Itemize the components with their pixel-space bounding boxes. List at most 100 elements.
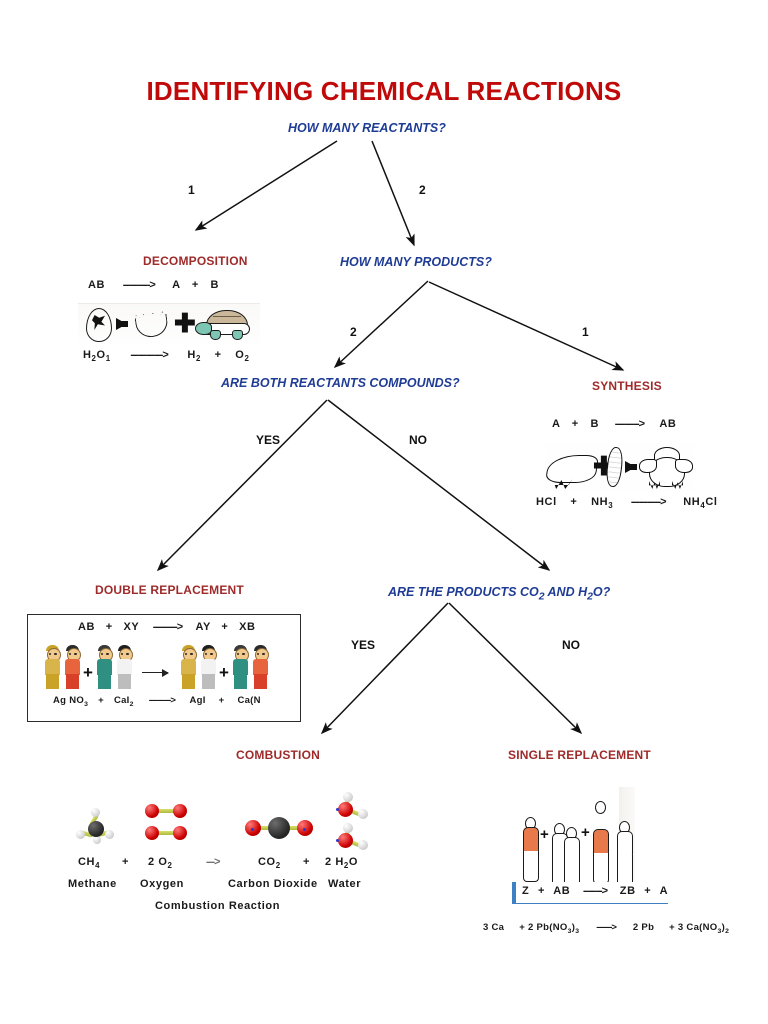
branch-label-compounds-yes: YES [256,433,281,447]
sr-ex-plus1: + 2 Pb(NO [519,922,568,933]
synth-ex-p: NH [683,496,701,508]
person-icon [64,645,81,689]
synth-generic-b: B [590,418,600,430]
dr-generic-plus1: + [105,621,113,633]
synth-ex-arrow: -----------> [630,496,667,508]
person-icon [592,801,609,885]
sr-ex-plus2: + 3 Ca(NO [669,922,718,933]
synth-ex-hcl: HCl [536,496,557,508]
sr-ex-ca: 3 Ca [483,922,505,933]
sr-generic-ab: AB [553,885,571,897]
dr-ex-cai2: CaI [113,695,130,706]
category-combustion: COMBUSTION [236,748,320,762]
synth-generic-arrow: ---------> [614,418,645,430]
plus-icon: + [83,663,93,682]
question-products-co2-h2o: ARE THE PRODUCTS CO2 AND H2O? [388,585,610,603]
synth-generic-a: A [552,418,561,430]
synthesis-clipart: ✚ [545,443,695,491]
turtle-icon [195,310,250,340]
decomp-ex-plus: + [214,349,222,361]
sr-generic-plus2: + [644,885,652,897]
reaction-arrow-icon [142,669,169,677]
methane-molecule-icon [76,808,118,846]
dr-generic-ay: AY [195,621,211,633]
person-icon [200,645,217,689]
sr-generic-zb: ZB [619,885,636,897]
person-icon [180,645,197,689]
sr-ex-p-no3-sub: 3 [717,927,722,935]
dr-ex-plus2: + [218,695,225,706]
category-single-replacement: SINGLE REPLACEMENT [508,748,651,762]
h2o-formula: 2 H [325,856,344,868]
category-double-replacement: DOUBLE REPLACEMENT [95,583,244,597]
double-replacement-example-equation: Ag NO3 + CaI2 ----------> AgI + Ca(N [53,695,261,708]
sr-generic-z: Z [522,885,530,897]
person-icon [252,645,269,689]
combustion-term-name-oxygen: Oxygen [140,878,184,890]
single-replacement-generic-equation: Z + AB -------> ZB + A [522,885,668,897]
synth-generic-ab: AB [659,418,677,430]
sr-ex-no3-sub: 3 [567,927,572,935]
dr-generic-xb: XB [239,621,256,633]
o2-sub: 2 [167,861,173,871]
lizard-icon [545,455,599,483]
synth-ex-p-tail: Cl [705,496,718,508]
dr-generic-plus2: + [221,621,229,633]
combustion-term-name-methane: Methane [68,878,117,890]
branch-label-reactants-1: 1 [188,183,195,197]
sr-generic-a: A [659,885,669,897]
page-title: IDENTIFYING CHEMICAL REACTIONS [146,76,622,106]
question-how-many-products: HOW MANY PRODUCTS? [340,255,492,269]
combustion-term-formula-carbon-dioxide: CO2 [258,856,281,870]
plus-icon: ✚ [174,308,196,338]
decomposition-generic-equation: AB ----------> A + B [88,279,219,291]
synthesis-example-equation: HCl + NH3 -----------> NH4Cl [536,496,718,510]
sr-ex-p-paren: ) [721,922,726,933]
combustion-reaction-caption: Combustion Reaction [155,900,281,912]
dr-ex-can: Ca(N [237,695,261,706]
combustion-plus-2: + [303,856,311,868]
water-molecule-icon [330,792,372,822]
plus-icon: + [219,663,229,682]
co2-sub: 2 [275,861,281,871]
ch4-formula: CH [78,856,96,868]
decomp-ex-o: O [96,349,106,361]
combustion-panel: CH4 + 2 O2 ---> CO2 + 2 H2O Methane Oxyg… [60,790,380,912]
egg-icon [86,308,112,342]
branch-label-reactants-2: 2 [419,183,426,197]
combustion-term-name-carbon-dioxide: Carbon Dioxide [228,878,318,890]
person-icon [563,827,580,888]
decomp-ex-p1-sub: 2 [195,354,201,364]
category-synthesis: SYNTHESIS [592,379,662,393]
decomposition-generic-left: AB [88,279,106,291]
single-replacement-generic-panel: Z + AB -------> ZB + A [512,882,668,904]
plus-icon: + [581,824,590,841]
q4-post: O? [592,585,611,599]
q4-sub1: 2 [538,591,545,603]
decomposition-clipart: ✚ [78,303,260,344]
plus-icon: + [540,826,549,843]
synth-generic-plus: + [571,418,579,430]
combustion-term-formula-oxygen: 2 O2 [148,856,173,870]
person-icon [616,821,633,886]
sr-ex-paren: ) [571,922,576,933]
person-icon [44,645,61,689]
person-icon [116,645,133,689]
dr-generic-ab: AB [78,621,96,633]
sr-generic-plus1: + [537,885,546,897]
combustion-arrow: ---> [206,856,220,868]
eggshell-icon [134,313,170,340]
q4-mid: AND H [544,585,588,599]
combustion-plus-1: + [122,856,130,868]
dr-ex-agno3-sub: 3 [84,700,89,708]
synth-ex-nh: NH [591,496,609,508]
double-replacement-panel: AB + XY ---------> AY + XB + [27,614,301,722]
sr-ex-arrow: -------> [596,922,617,933]
decomposition-generic-plus: + [191,279,199,291]
dr-ex-cai2-sub: 2 [129,700,134,708]
dr-generic-xy: XY [123,621,140,633]
dr-ex-arrow: ----------> [148,695,176,706]
double-replacement-generic-equation: AB + XY ---------> AY + XB [78,621,256,633]
combustion-term-name-water: Water [328,878,362,890]
question-both-reactants-compounds: ARE BOTH REACTANTS COMPOUNDS? [221,376,460,390]
